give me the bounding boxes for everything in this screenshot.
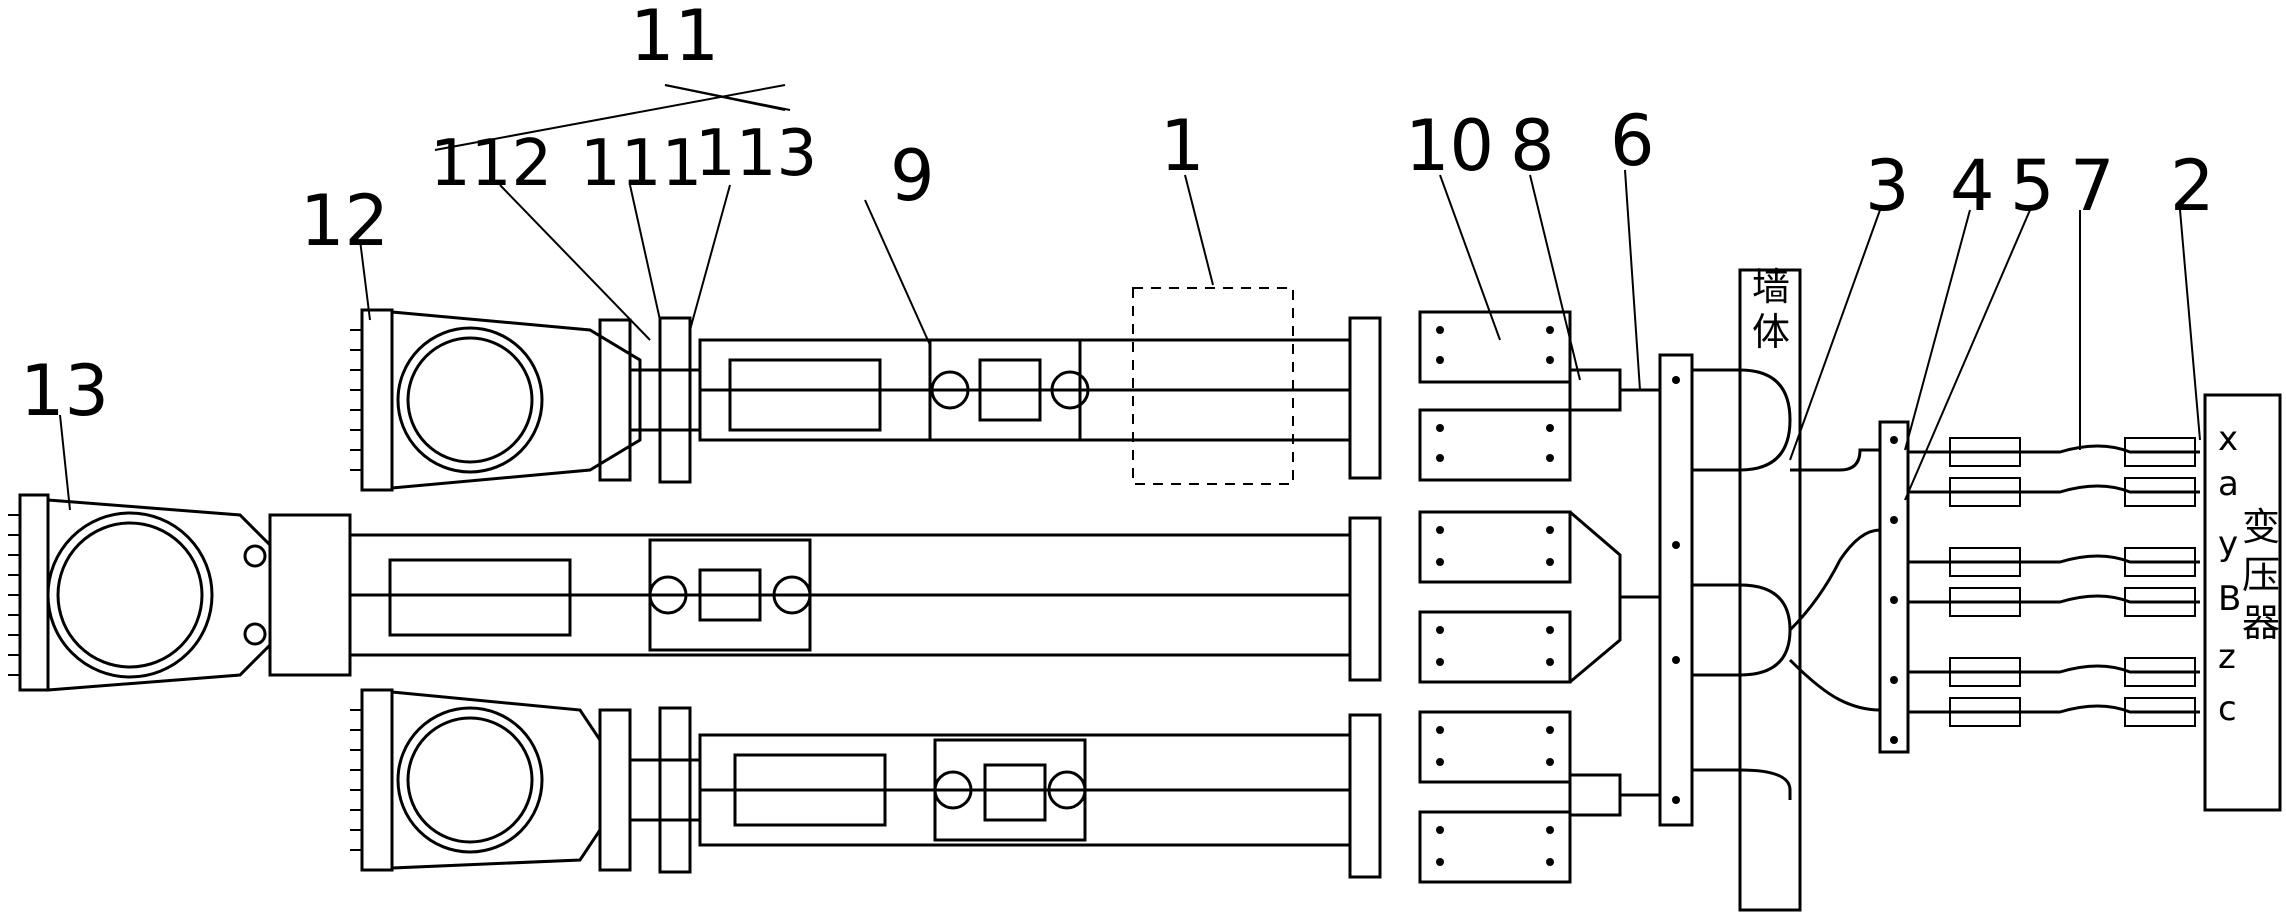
label-8: 8 — [1510, 105, 1555, 187]
label-2: 2 — [2170, 145, 2215, 227]
terminal-a: a — [2218, 464, 2239, 504]
label-7: 7 — [2070, 145, 2115, 227]
top-flange-teeth — [350, 329, 362, 471]
wall-label: 墙 体 — [1752, 265, 1790, 354]
bottom-insulator-dots — [1436, 726, 1554, 866]
leader-lines — [59, 84, 2201, 511]
transformer-terminals: x a y B z c 变 压 器 — [2218, 419, 2280, 729]
middle-assembly — [8, 493, 1660, 692]
transformer-char-3: 器 — [2242, 601, 2280, 645]
terminal-z: z — [2218, 637, 2236, 677]
callout-labels: 11 112 111 113 9 1 10 8 6 3 4 5 7 2 12 1… — [20, 0, 2215, 432]
label-13: 13 — [20, 350, 109, 432]
label-6: 6 — [1610, 100, 1655, 182]
middle-flange-teeth — [8, 514, 20, 676]
label-113: 113 — [695, 117, 817, 191]
label-5: 5 — [2010, 145, 2055, 227]
right-section — [1658, 268, 2282, 912]
transformer-box — [2203, 393, 2282, 812]
label-12: 12 — [300, 180, 389, 262]
top-assembly — [350, 287, 1660, 492]
flexible-links — [1908, 437, 2200, 727]
transformer-char-1: 变 — [2242, 505, 2280, 549]
busbar-plate — [1658, 353, 1694, 827]
transformer-char-2: 压 — [2242, 553, 2280, 597]
bottom-assembly — [350, 688, 1660, 884]
label-4: 4 — [1950, 145, 1995, 227]
wall-char-2: 体 — [1752, 310, 1790, 354]
label-112: 112 — [430, 127, 552, 201]
terminal-B: B — [2218, 579, 2241, 619]
bottom-flange-teeth — [350, 709, 362, 851]
label-10: 10 — [1405, 105, 1494, 187]
busbar-plate-4 — [1878, 420, 1910, 754]
terminal-y: y — [2218, 524, 2238, 564]
terminal-c: c — [2218, 689, 2237, 729]
label-11: 11 — [630, 0, 719, 77]
label-111: 111 — [580, 127, 702, 201]
top-insulator-dots — [1436, 326, 1554, 462]
terminal-x: x — [2218, 419, 2238, 459]
label-1: 1 — [1160, 105, 1205, 187]
wall-char-1: 墙 — [1752, 265, 1790, 309]
label-9: 9 — [890, 135, 935, 217]
label-3: 3 — [1865, 145, 1910, 227]
middle-insulator-dots — [1436, 526, 1554, 666]
wall — [1738, 268, 1802, 912]
